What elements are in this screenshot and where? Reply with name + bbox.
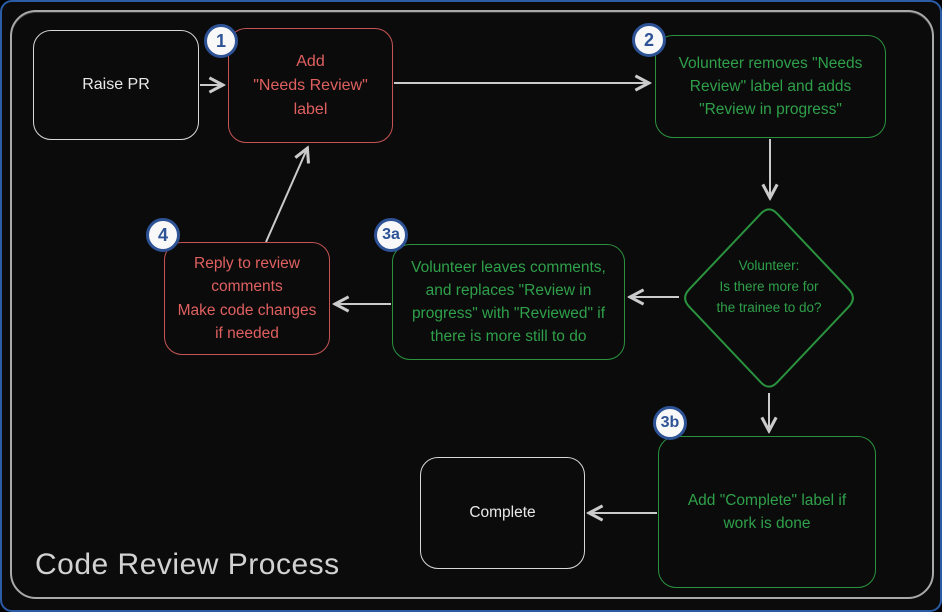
node-add-needs-review-label: Add "Needs Review" label: [228, 28, 393, 143]
node-reply-to-review-comments: Reply to review comments Make code chang…: [164, 242, 330, 355]
step-badge-4: 4: [146, 218, 180, 252]
node-raise-pr: Raise PR: [33, 30, 199, 140]
step-badge-3b: 3b: [653, 406, 687, 440]
arrow-step4-to-step1: [265, 149, 307, 243]
step-badge-2: 2: [632, 23, 666, 57]
node-complete: Complete: [420, 457, 585, 569]
node-volunteer-leaves-comments: Volunteer leaves comments, and replaces …: [392, 244, 625, 360]
decision-diamond-shape: [684, 208, 854, 388]
diagram-title: Code Review Process: [35, 548, 340, 581]
step-badge-3a: 3a: [374, 218, 408, 252]
node-volunteer-removes-label: Volunteer removes "Needs Review" label a…: [655, 35, 886, 138]
step-badge-1: 1: [204, 24, 238, 58]
node-add-complete-label: Add "Complete" label if work is done: [658, 436, 876, 588]
node-decision-text: Volunteer: Is there more for the trainee…: [716, 258, 822, 315]
